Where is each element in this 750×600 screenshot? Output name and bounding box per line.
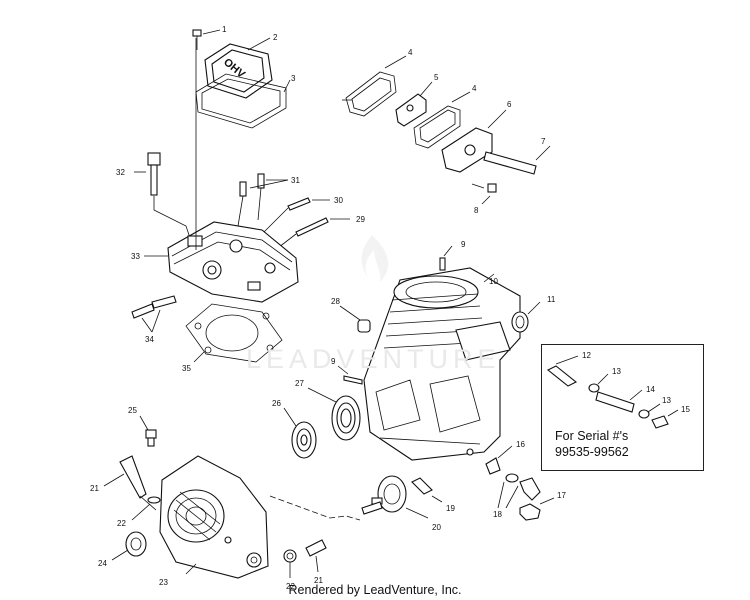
callout-13b: 13 — [662, 396, 671, 405]
callout-15: 15 — [681, 405, 690, 414]
fitting-part-12 — [546, 355, 579, 387]
callout-26: 26 — [272, 399, 281, 408]
dipstick-part-21 — [103, 455, 157, 511]
callout-22-left: 22 — [117, 519, 126, 528]
elbow-part-18 — [497, 473, 541, 509]
callout-27: 27 — [295, 379, 304, 388]
callout-20: 20 — [432, 523, 441, 532]
serial-note: For Serial #'s 99535-99562 — [555, 428, 629, 460]
o-ring-part-22 — [131, 496, 161, 521]
drain-plug-part-21-lower — [305, 539, 327, 573]
o-ring-part-22-lower — [283, 549, 297, 578]
callout-11: 11 — [547, 295, 556, 304]
callout-5: 5 — [434, 73, 439, 82]
gasket-part-3 — [195, 73, 291, 129]
callout-10: 10 — [489, 277, 498, 286]
head-gasket-part-35 — [185, 303, 283, 363]
callout-14: 14 — [646, 385, 655, 394]
gasket-part-4-b — [413, 91, 471, 149]
seal-part-11 — [511, 301, 541, 333]
crankcase-block-part-10 — [363, 267, 521, 461]
bearing-part-27 — [307, 387, 361, 441]
valve-cover-part-2: OHV — [204, 37, 273, 99]
callout-12: 12 — [582, 351, 591, 360]
watermark-text: LEADVENTURE — [246, 344, 501, 374]
callout-8: 8 — [474, 206, 479, 215]
callout-7: 7 — [541, 137, 546, 146]
head-bolt-part-32 — [134, 152, 191, 239]
callout-3: 3 — [291, 74, 296, 83]
stud-part-30 — [261, 197, 330, 235]
fitting-part-16 — [485, 445, 513, 475]
callout-1: 1 — [222, 25, 227, 34]
callout-28: 28 — [331, 297, 340, 306]
callout-4b: 4 — [472, 84, 477, 93]
callout-labels: 1 2 3 4 5 4 6 7 8 32 31 30 29 33 34 35 9… — [90, 25, 690, 591]
callout-6: 6 — [507, 100, 512, 109]
callout-31: 31 — [291, 176, 300, 185]
callout-21-bottom: 21 — [314, 576, 323, 585]
breather-valve-part-5 — [395, 81, 433, 127]
callout-9-lower: 9 — [331, 357, 336, 366]
callout-19: 19 — [446, 504, 455, 513]
callout-25: 25 — [128, 406, 137, 415]
callout-2: 2 — [273, 33, 278, 42]
callout-17: 17 — [557, 491, 566, 500]
callout-32: 32 — [116, 168, 125, 177]
clamp-part-13-b — [638, 403, 661, 419]
clamp-part-13-a — [588, 373, 609, 393]
pin-part-9-lower — [337, 365, 363, 385]
callout-22-bottom: 22 — [286, 582, 295, 591]
callout-30: 30 — [334, 196, 343, 205]
callout-34: 34 — [145, 335, 154, 344]
callout-13a: 13 — [612, 367, 621, 376]
screw-part-8 — [471, 183, 497, 205]
tube-part-14 — [595, 389, 643, 413]
serial-inset-box — [541, 344, 704, 471]
dowel-pins-part-31 — [237, 173, 289, 227]
springs-part-34 — [131, 295, 177, 333]
callout-21-left: 21 — [90, 484, 99, 493]
callout-33: 33 — [131, 252, 140, 261]
callout-18: 18 — [493, 510, 502, 519]
cylinder-head-part-33 — [144, 38, 299, 303]
watermark-logo — [361, 235, 389, 282]
breather-tube-part-7 — [483, 145, 551, 175]
callout-9-top: 9 — [461, 240, 466, 249]
callout-4a: 4 — [408, 48, 413, 57]
shaft-part-19 — [411, 477, 443, 503]
callout-24: 24 — [98, 559, 107, 568]
nut-part-17 — [519, 497, 555, 521]
cap-part-15 — [651, 409, 679, 429]
credit-text: Rendered by LeadVenture, Inc. — [288, 583, 462, 597]
gasket-part-4-a — [342, 55, 407, 117]
serial-note-line1: For Serial #'s — [555, 429, 629, 443]
callout-16: 16 — [516, 440, 525, 449]
bushing-part-28 — [339, 305, 371, 333]
governor-gear-part-20 — [361, 475, 429, 519]
bolt-part-25 — [139, 415, 157, 447]
breather-cover-part-6 — [441, 109, 507, 173]
callout-29: 29 — [356, 215, 365, 224]
seal-part-24 — [111, 531, 147, 561]
crankcase-cover-part-23 — [159, 455, 361, 579]
pin-part-9-top — [439, 245, 453, 271]
bearing-part-26 — [283, 407, 317, 459]
serial-note-line2: 99535-99562 — [555, 445, 629, 459]
callout-23: 23 — [159, 578, 168, 587]
stud-part-29 — [269, 217, 350, 255]
callout-35: 35 — [182, 364, 191, 373]
bolt-part-1 — [192, 29, 221, 50]
